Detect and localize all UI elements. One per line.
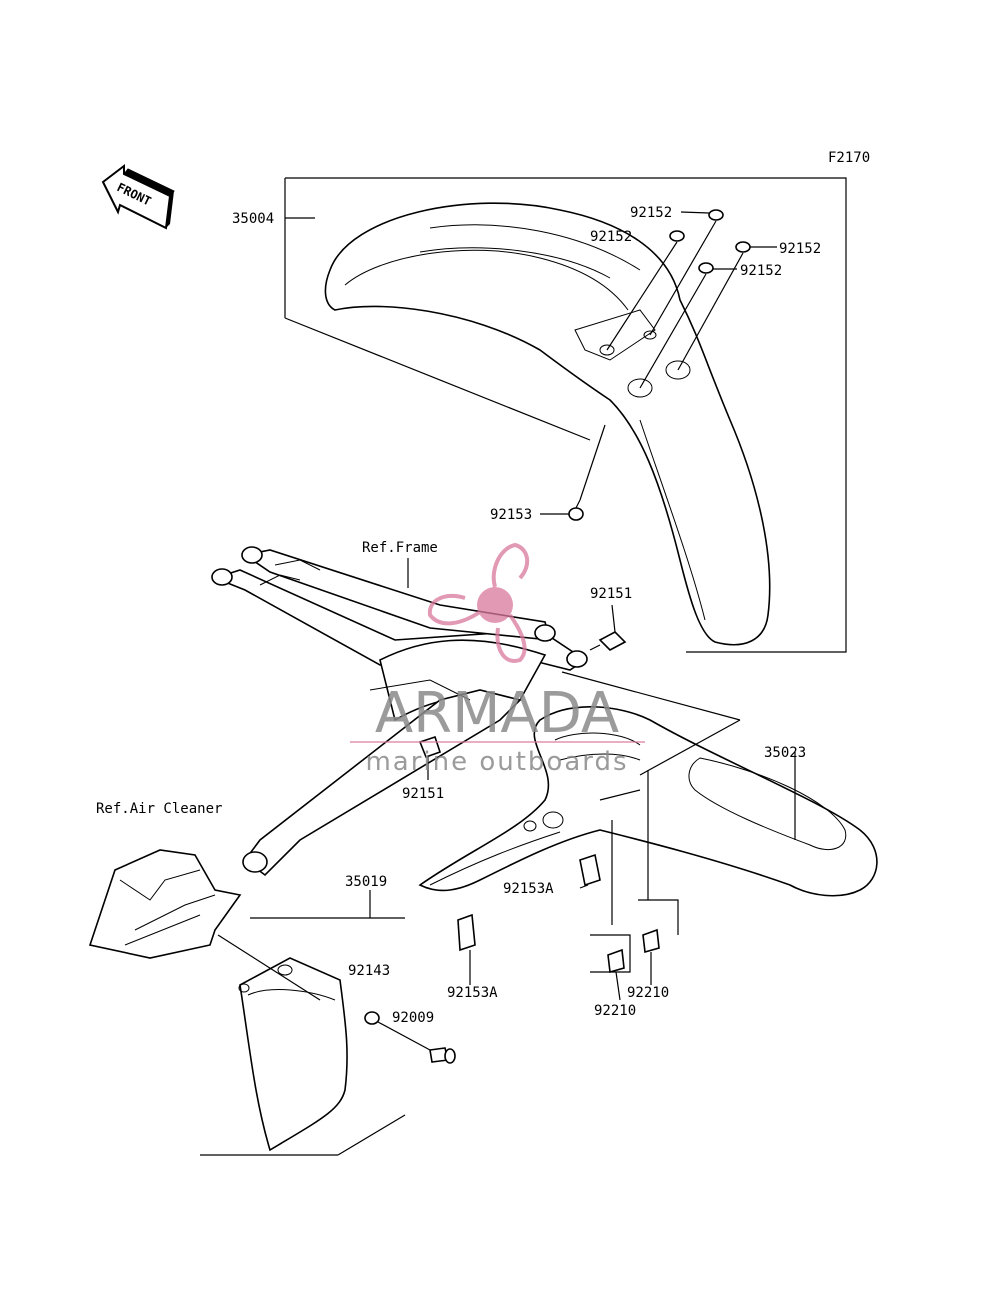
callout-bolt: 92009 xyxy=(392,1010,434,1026)
bolt-icon xyxy=(457,913,476,952)
callout-rear-fender: 35023 xyxy=(764,745,806,761)
leader xyxy=(611,604,616,633)
leader xyxy=(377,1021,431,1051)
callout-front-fender: 35004 xyxy=(232,211,274,227)
leader xyxy=(579,884,589,889)
callout-washer: 92152 xyxy=(630,205,672,221)
callout-bolt: 92153 xyxy=(490,507,532,523)
front-fender xyxy=(324,202,771,646)
front-fender-box xyxy=(285,177,847,653)
watermark-brand: ARMADA xyxy=(375,681,619,746)
leader xyxy=(579,424,606,501)
callout-mud-flap: 35019 xyxy=(345,874,387,890)
armada-logo-icon xyxy=(427,542,530,663)
leader xyxy=(639,719,741,776)
leader xyxy=(680,211,710,214)
nut-clip-icon xyxy=(642,928,660,954)
watermark-tagline: marine outboards xyxy=(365,747,628,777)
bolt-icon xyxy=(429,1047,456,1064)
leader xyxy=(649,220,717,336)
callout-bracket: 92143 xyxy=(348,963,390,979)
leader xyxy=(639,273,707,389)
leader xyxy=(561,671,741,721)
leader xyxy=(615,971,621,1001)
bolt-icon xyxy=(589,631,627,651)
figure-code: F2170 xyxy=(828,150,870,166)
front-arrow-icon: FRONT xyxy=(101,163,175,230)
callout-washer: 92152 xyxy=(740,263,782,279)
leader xyxy=(606,241,678,351)
front-box-diagonal xyxy=(284,317,591,441)
callout-bolt: 92153A xyxy=(503,881,554,897)
washer-icon xyxy=(708,209,724,221)
callout-washer: 92152 xyxy=(779,241,821,257)
washer-icon xyxy=(669,230,685,242)
air-cleaner-reference xyxy=(88,849,242,959)
leader xyxy=(677,252,744,371)
callout-nut: 92210 xyxy=(594,1003,636,1019)
callout-bolt: 92151 xyxy=(590,586,632,602)
leader xyxy=(599,789,641,801)
bolt-icon xyxy=(568,499,584,521)
swing-arm-frame xyxy=(211,546,588,877)
nut-clip-icon xyxy=(607,948,625,974)
mud-flap xyxy=(238,957,348,1152)
ref-frame-label: Ref.Frame xyxy=(362,540,438,556)
washer-icon xyxy=(698,262,714,274)
washer-icon xyxy=(364,1011,380,1025)
leader xyxy=(217,934,321,1001)
callout-nut: 92210 xyxy=(627,985,669,1001)
leader xyxy=(337,1114,406,1156)
washer-icon xyxy=(735,241,751,253)
bolt-icon xyxy=(579,853,601,887)
nut-box-b xyxy=(638,899,679,935)
callout-bolt: 92153A xyxy=(447,985,498,1001)
callout-bolt: 92151 xyxy=(402,786,444,802)
callout-washer: 92152 xyxy=(590,229,632,245)
ref-air-cleaner-label: Ref.Air Cleaner xyxy=(96,801,222,817)
